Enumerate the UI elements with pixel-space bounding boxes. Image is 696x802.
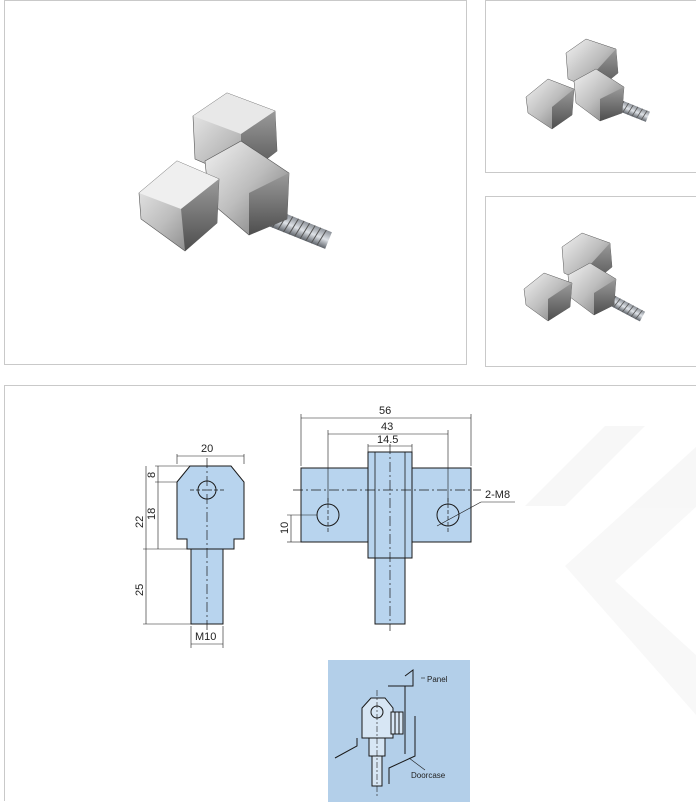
background-watermark — [525, 426, 696, 715]
panel-label: Panel — [427, 675, 448, 684]
dim-mid-18: 18 — [146, 508, 158, 520]
dim-top-8: 8 — [146, 472, 158, 478]
dim-hole-offset-10: 10 — [279, 522, 291, 534]
thumbnail-2[interactable] — [485, 196, 696, 367]
hinge-photo-large — [138, 92, 332, 252]
hinge-photo-thumb-1 — [525, 38, 650, 130]
technical-drawing-panel: 20 8 18 22 25 M10 — [4, 385, 696, 802]
thumbnail-1[interactable] — [485, 0, 696, 173]
hole-callout-2-m8: 2-M8 — [485, 489, 510, 501]
front-view — [287, 414, 515, 631]
main-product-photo[interactable] — [4, 0, 467, 365]
dim-total-22: 22 — [134, 516, 146, 528]
dim-width-20: 20 — [201, 443, 213, 455]
thread-label-m10: M10 — [195, 631, 216, 643]
hinge-photo-thumb-2 — [523, 232, 646, 322]
dim-overall-56: 56 — [379, 405, 391, 417]
dim-shaft-25: 25 — [134, 584, 146, 596]
dim-hole-spacing-43: 43 — [381, 421, 393, 433]
technical-drawing: 20 8 18 22 25 M10 — [134, 405, 696, 802]
dim-center-14-5: 14.5 — [377, 434, 398, 446]
doorcase-label: Doorcase — [411, 771, 446, 780]
installation-diagram: Panel Doorcase — [328, 660, 470, 802]
side-view — [143, 454, 245, 648]
